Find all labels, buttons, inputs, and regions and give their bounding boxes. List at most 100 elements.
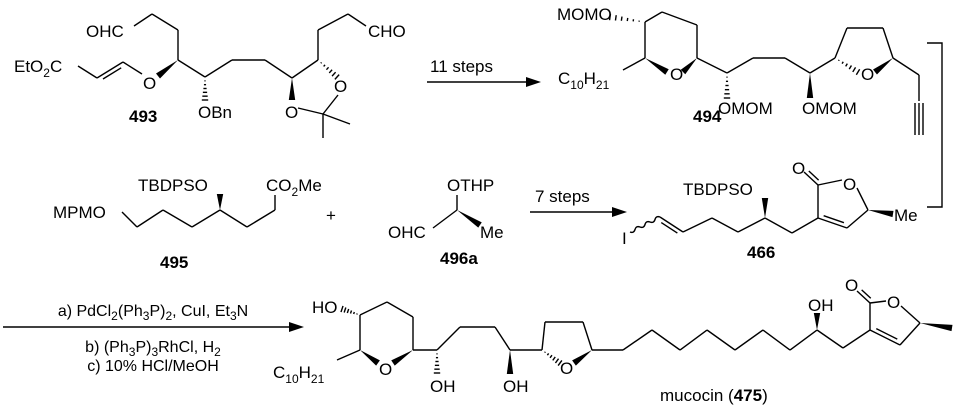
compound-475-mucocin: HO C10H21 O OH OH O OH O O mucocin (475) [273,276,900,405]
arrow-condition: 7 steps [535,187,590,206]
single-bond [711,217,739,233]
condition-b: b) (Ph3P)3RhCl, H2 [85,339,221,359]
compound-number: 493 [129,107,157,126]
omom-label: OMOM [718,99,773,118]
single-bond [651,329,681,351]
arrow-condition: 11 steps [430,57,493,76]
double-bond [856,290,871,304]
obn-label: OBn [198,103,232,122]
hashed-bond [546,353,550,356]
wedge-bond [506,350,514,374]
wedge-bond [868,210,894,218]
single-bond [696,57,728,74]
double-bond [861,289,872,299]
hydroxyl-label: OH [808,296,834,315]
hashed-bond [340,305,344,313]
wedge-bond [360,350,380,366]
single-bond [644,11,663,23]
hashed-bond [331,71,337,77]
hashed-bond [334,74,340,80]
single-bond [541,321,546,351]
hydroxyl-label: HO [312,298,338,317]
alkyl-label: C10H21 [273,363,325,386]
single-bond [809,57,836,74]
single-bond [856,187,869,211]
double-bond [808,170,820,181]
aldehyde-label: OHC [388,223,426,242]
hashed-bond [845,63,848,67]
aldehyde-label: OHC [86,22,124,41]
ester-label: EtO2C [14,57,62,80]
double-bond [660,222,678,234]
alkyl-label: C10H21 [558,69,610,92]
single-bond [734,329,764,351]
hashed-bond [855,68,861,76]
hashed-bond [320,61,323,64]
hashed-bond [328,69,333,74]
single-bond [622,329,653,351]
single-bond [264,59,293,79]
single-bond [177,59,206,78]
single-bond [436,326,461,351]
aldehyde-label: CHO [368,22,406,41]
ring-oxygen: O [379,360,392,379]
single-bond [162,209,193,228]
single-bond [682,217,713,233]
single-bond [582,321,593,351]
single-bond [789,329,818,351]
ether-oxygen: O [143,74,156,93]
wedge-bond [813,313,821,330]
single-bond [317,13,349,31]
reaction-arrow-2: 7 steps [530,187,627,217]
double-bond [817,217,848,229]
wedge-bond [288,78,296,100]
single-bond [322,113,351,125]
single-bond [869,300,887,304]
hashed-bond [352,311,356,315]
single-bond [892,57,920,76]
hashed-bond [557,359,563,367]
hashed-bond [608,13,612,21]
single-bond [151,13,179,31]
wavy-bond [629,215,661,234]
wedge-bond [873,58,893,75]
single-bond [359,301,388,316]
double-bond [102,67,122,80]
hashed-bond [620,16,623,21]
single-bond [726,57,754,74]
single-bond [121,211,138,228]
single-bond [679,329,708,351]
single-bond [386,301,414,318]
double-bond [659,216,684,233]
reaction-arrow-3: a) PdCl2(Ph3P)2, CuI, Et3N b) (Ph3P)3RhC… [3,303,304,375]
single-bond [784,57,811,74]
double-bond [803,171,819,186]
single-bond [136,209,164,228]
hashed-bond [325,66,330,71]
double-bond [823,215,845,224]
wedge-bond [572,350,592,366]
compound-494: MOMO C10H21 O OMOM OMOM O 494 [557,5,874,126]
iodo-label: I [622,229,627,248]
single-bond [297,107,324,115]
single-bond [764,217,793,234]
compound-466: I TBDPSO O O Me 466 [622,159,918,262]
wedge-bond [761,198,769,218]
single-bond [842,329,871,349]
single-bond [791,217,819,234]
single-bond [846,209,869,229]
momo-label: MOMO [557,5,612,24]
hashed-bond [614,15,617,21]
methyl-label: Me [894,206,918,225]
ring-oxygen: O [560,359,573,378]
single-bond [834,27,848,59]
plus-sign: + [326,206,336,225]
wedge-bond [156,60,178,79]
hashed-bond [852,67,857,73]
bonds [77,11,953,374]
compound-name: mucocin (475) [660,386,768,405]
omom-label: OMOM [802,99,857,118]
wedge-bond [457,210,482,228]
tbdpso-label: TBDPSO [683,180,753,199]
